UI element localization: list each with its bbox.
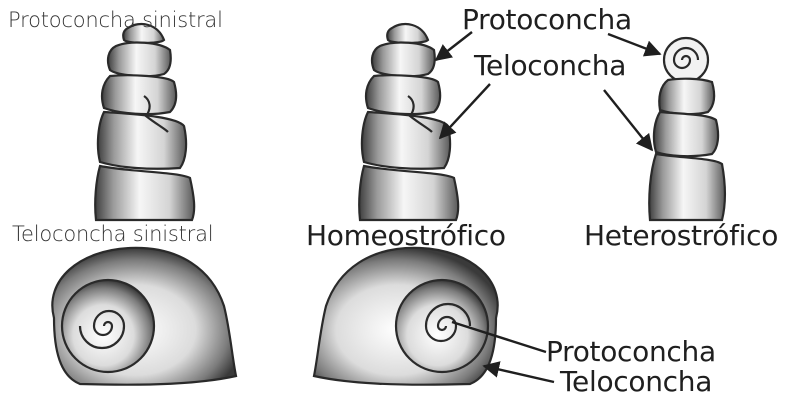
arrow-teloconcha-hetero (604, 90, 652, 150)
shell-teloconcha-sinistral (52, 248, 236, 385)
label-protoconcha-sinistral: Protoconcha sinistral (8, 10, 223, 31)
label-teloconcha-bottom: Teloconcha (560, 368, 712, 396)
arrow-teloconcha-bottom (484, 366, 554, 382)
label-teloconcha-top: Teloconcha (474, 52, 626, 80)
arrow-protoconcha-homeo (436, 32, 472, 60)
shell-protoconcha-sinistral (95, 24, 194, 220)
shell-heterostrofico (649, 38, 725, 220)
label-protoconcha-top: Protoconcha (462, 6, 632, 34)
label-homeostrofico: Homeostrófico (306, 222, 506, 250)
label-protoconcha-bottom: Protoconcha (546, 338, 716, 366)
shell-teloconcha-dextral (314, 248, 498, 385)
label-heterostrofico: Heterostrófico (584, 222, 778, 250)
label-teloconcha-sinistral: Teloconcha sinistral (12, 224, 213, 245)
arrow-teloconcha-homeo (440, 84, 490, 138)
